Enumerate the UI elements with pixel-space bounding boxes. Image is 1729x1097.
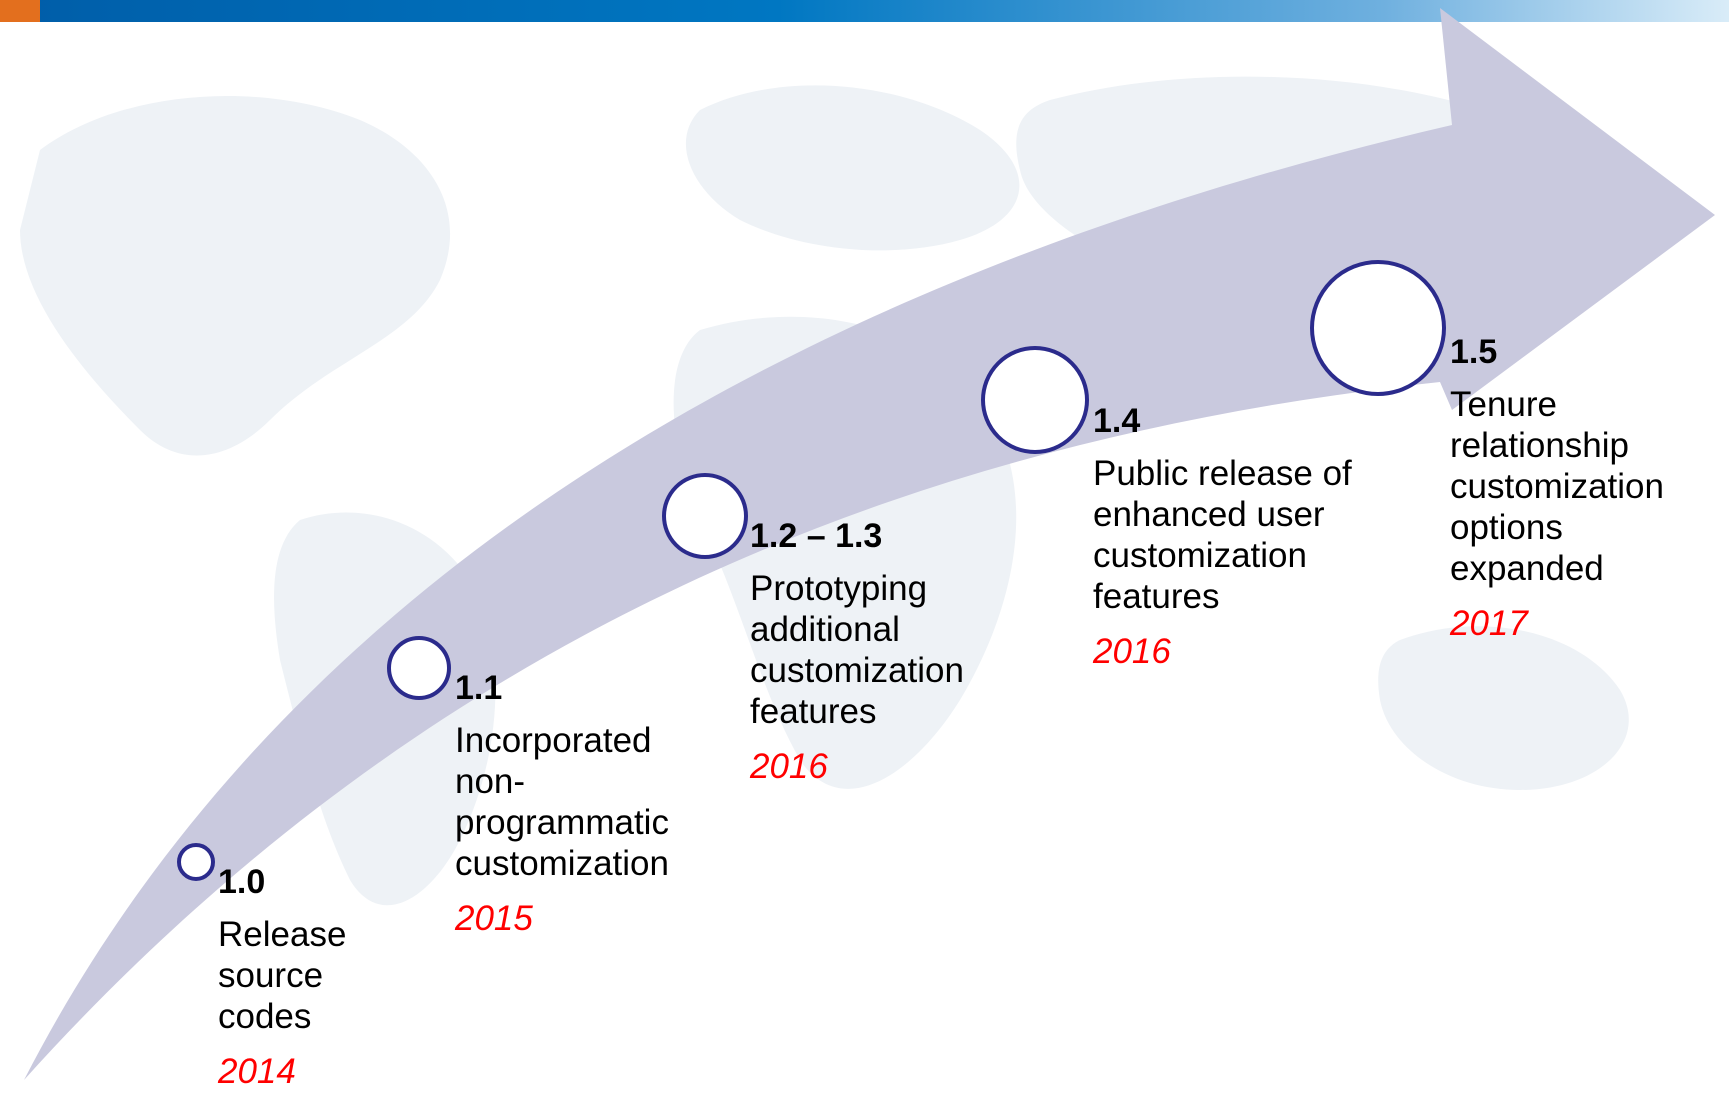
milestone-version: 1.0 xyxy=(218,863,266,901)
milestone-description: Tenure relationship customization option… xyxy=(1450,385,1664,588)
milestone-circle-1-2-1-3 xyxy=(662,473,748,559)
milestone-1-1: 1.1 Incorporated non-programmatic custom… xyxy=(455,668,713,939)
milestone-1-0: 1.0 Release source codes 2014 xyxy=(218,862,398,1092)
milestone-year: 2016 xyxy=(750,747,828,786)
milestone-1-5: 1.5 Tenure relationship customization op… xyxy=(1450,332,1718,644)
milestone-year: 2017 xyxy=(1450,604,1528,643)
milestone-version: 1.4 xyxy=(1093,402,1141,440)
milestone-1-4: 1.4 Public release of enhanced user cust… xyxy=(1093,401,1369,672)
milestone-year: 2016 xyxy=(1093,632,1171,671)
milestone-version: 1.5 xyxy=(1450,333,1498,371)
milestone-version: 1.1 xyxy=(455,669,503,707)
header-bar xyxy=(0,0,1729,22)
progress-arrow xyxy=(24,8,1715,1080)
milestone-circle-1-1 xyxy=(387,636,451,700)
milestone-version: 1.2 – 1.3 xyxy=(750,517,883,555)
milestone-year: 2015 xyxy=(455,899,533,938)
milestone-circle-1-5 xyxy=(1310,260,1446,396)
milestone-circle-1-4 xyxy=(981,346,1089,454)
milestone-description: Incorporated non-programmatic customizat… xyxy=(455,721,669,883)
header-accent xyxy=(0,0,40,22)
milestone-circle-1-0 xyxy=(177,843,215,881)
milestone-1-2-1-3: 1.2 – 1.3 Prototyping additional customi… xyxy=(750,516,1014,787)
milestone-description: Prototyping additional customization fea… xyxy=(750,569,964,731)
milestone-description: Release source codes xyxy=(218,915,347,1036)
milestone-year: 2014 xyxy=(218,1052,296,1091)
milestone-description: Public release of enhanced user customiz… xyxy=(1093,454,1352,616)
